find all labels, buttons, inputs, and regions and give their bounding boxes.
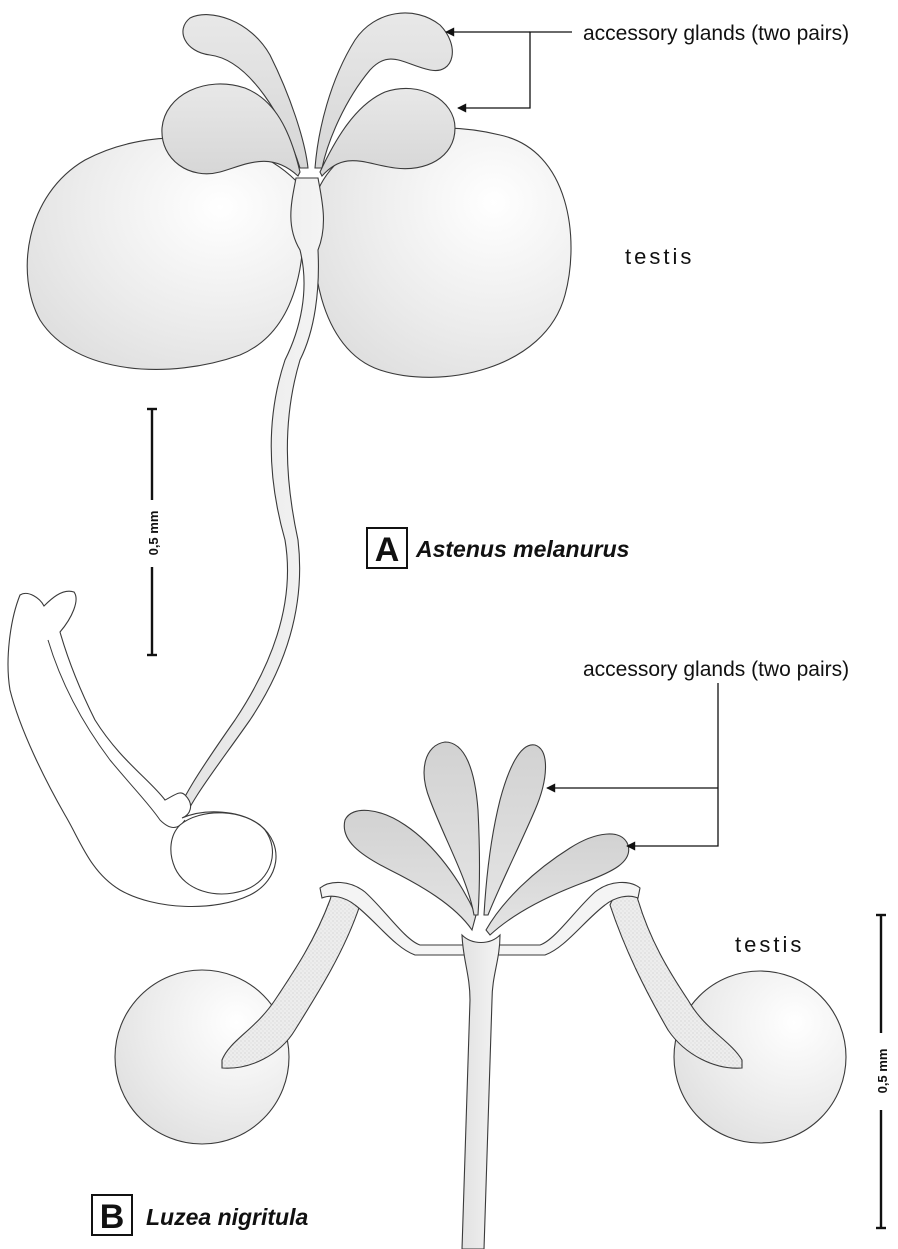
panel-caption-a: A Astenus melanurus bbox=[367, 528, 629, 569]
testis-left-a bbox=[27, 138, 303, 370]
scale-bar-b: 0,5 mm bbox=[875, 915, 890, 1228]
leader-line-a bbox=[458, 32, 572, 108]
testis-right-a bbox=[314, 128, 571, 377]
ejaculatory-duct-b bbox=[462, 935, 500, 1249]
vas-deferens-left-b bbox=[222, 887, 360, 1068]
species-name-a: Astenus melanurus bbox=[415, 536, 629, 562]
panel-caption-b: B Luzea nigritula bbox=[92, 1195, 309, 1236]
aedeagus-bulb-a bbox=[171, 813, 273, 894]
scale-bar-a: 0,5 mm bbox=[146, 409, 161, 655]
testis-label-a: testis bbox=[625, 244, 694, 269]
accessory-glands-label-a: accessory glands (two pairs) bbox=[583, 22, 849, 45]
testis-label-b: testis bbox=[735, 932, 804, 957]
scale-label-a: 0,5 mm bbox=[146, 511, 161, 556]
leader-line-b bbox=[627, 683, 718, 846]
figure-b: accessory glands (two pairs) testis 0,5 … bbox=[92, 658, 890, 1249]
panel-letter-a: A bbox=[375, 531, 400, 569]
accessory-glands-label-b: accessory glands (two pairs) bbox=[583, 658, 849, 681]
species-name-b: Luzea nigritula bbox=[146, 1204, 309, 1230]
scale-label-b: 0,5 mm bbox=[875, 1049, 890, 1094]
panel-letter-b: B bbox=[100, 1198, 125, 1236]
